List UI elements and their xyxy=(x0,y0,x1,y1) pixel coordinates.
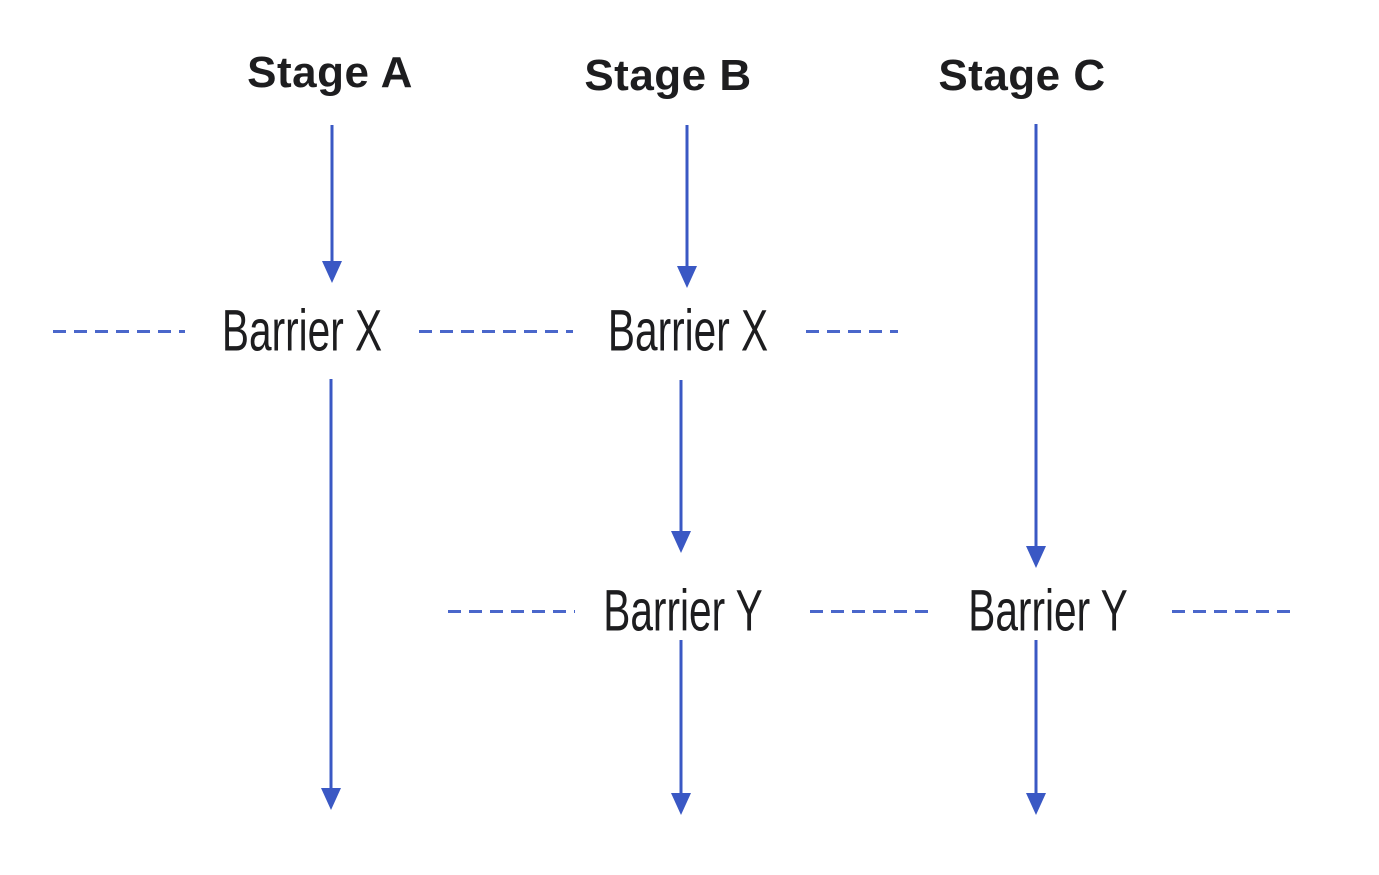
stage-b-arrow-bottom-head-icon xyxy=(671,793,691,815)
stage-b-arrow-top-head-icon xyxy=(677,266,697,288)
barrier-x-dash-right xyxy=(806,330,898,333)
stage-c-arrow-top-shaft xyxy=(1034,124,1038,552)
barrier-y-dash-middle xyxy=(810,610,930,613)
stage-b-arrow-top-shaft xyxy=(685,125,689,272)
stage-a-arrow-top-icon xyxy=(321,125,343,283)
stage-c-arrow-bottom-icon xyxy=(1025,640,1047,815)
stage-c-arrow-bottom-head-icon xyxy=(1026,793,1046,815)
stage-b-arrow-middle-icon xyxy=(670,380,692,553)
barrier-y-label-stage-c: Barrier Y xyxy=(968,578,1128,644)
stage-b-arrow-middle-head-icon xyxy=(671,531,691,553)
stage-a-arrow-bottom-shaft xyxy=(329,379,333,794)
stage-b-label: Stage B xyxy=(584,51,752,100)
stage-a-label: Stage A xyxy=(247,48,413,97)
stage-c-label: Stage C xyxy=(938,51,1106,100)
stage-c-arrow-top-head-icon xyxy=(1026,546,1046,568)
stage-a-arrow-top-shaft xyxy=(330,125,334,267)
stage-b-arrow-middle-shaft xyxy=(679,380,683,537)
stage-b-arrow-bottom-shaft xyxy=(679,640,683,799)
stage-a-arrow-top-head-icon xyxy=(322,261,342,283)
stage-a-arrow-bottom-head-icon xyxy=(321,788,341,810)
stage-c-arrow-bottom-shaft xyxy=(1034,640,1038,799)
stage-c-arrow-top-icon xyxy=(1025,124,1047,568)
barrier-y-dash-left xyxy=(448,610,575,613)
stage-b-arrow-top-icon xyxy=(676,125,698,288)
barrier-y-label-stage-b: Barrier Y xyxy=(603,578,763,644)
stage-b-arrow-bottom-icon xyxy=(670,640,692,815)
barrier-x-label-stage-a: Barrier X xyxy=(221,298,383,364)
stage-a-arrow-bottom-icon xyxy=(320,379,342,810)
barrier-y-dash-right xyxy=(1172,610,1295,613)
barrier-x-dash-left xyxy=(53,330,185,333)
barrier-x-label-stage-b: Barrier X xyxy=(607,298,769,364)
barrier-x-dash-middle xyxy=(419,330,573,333)
